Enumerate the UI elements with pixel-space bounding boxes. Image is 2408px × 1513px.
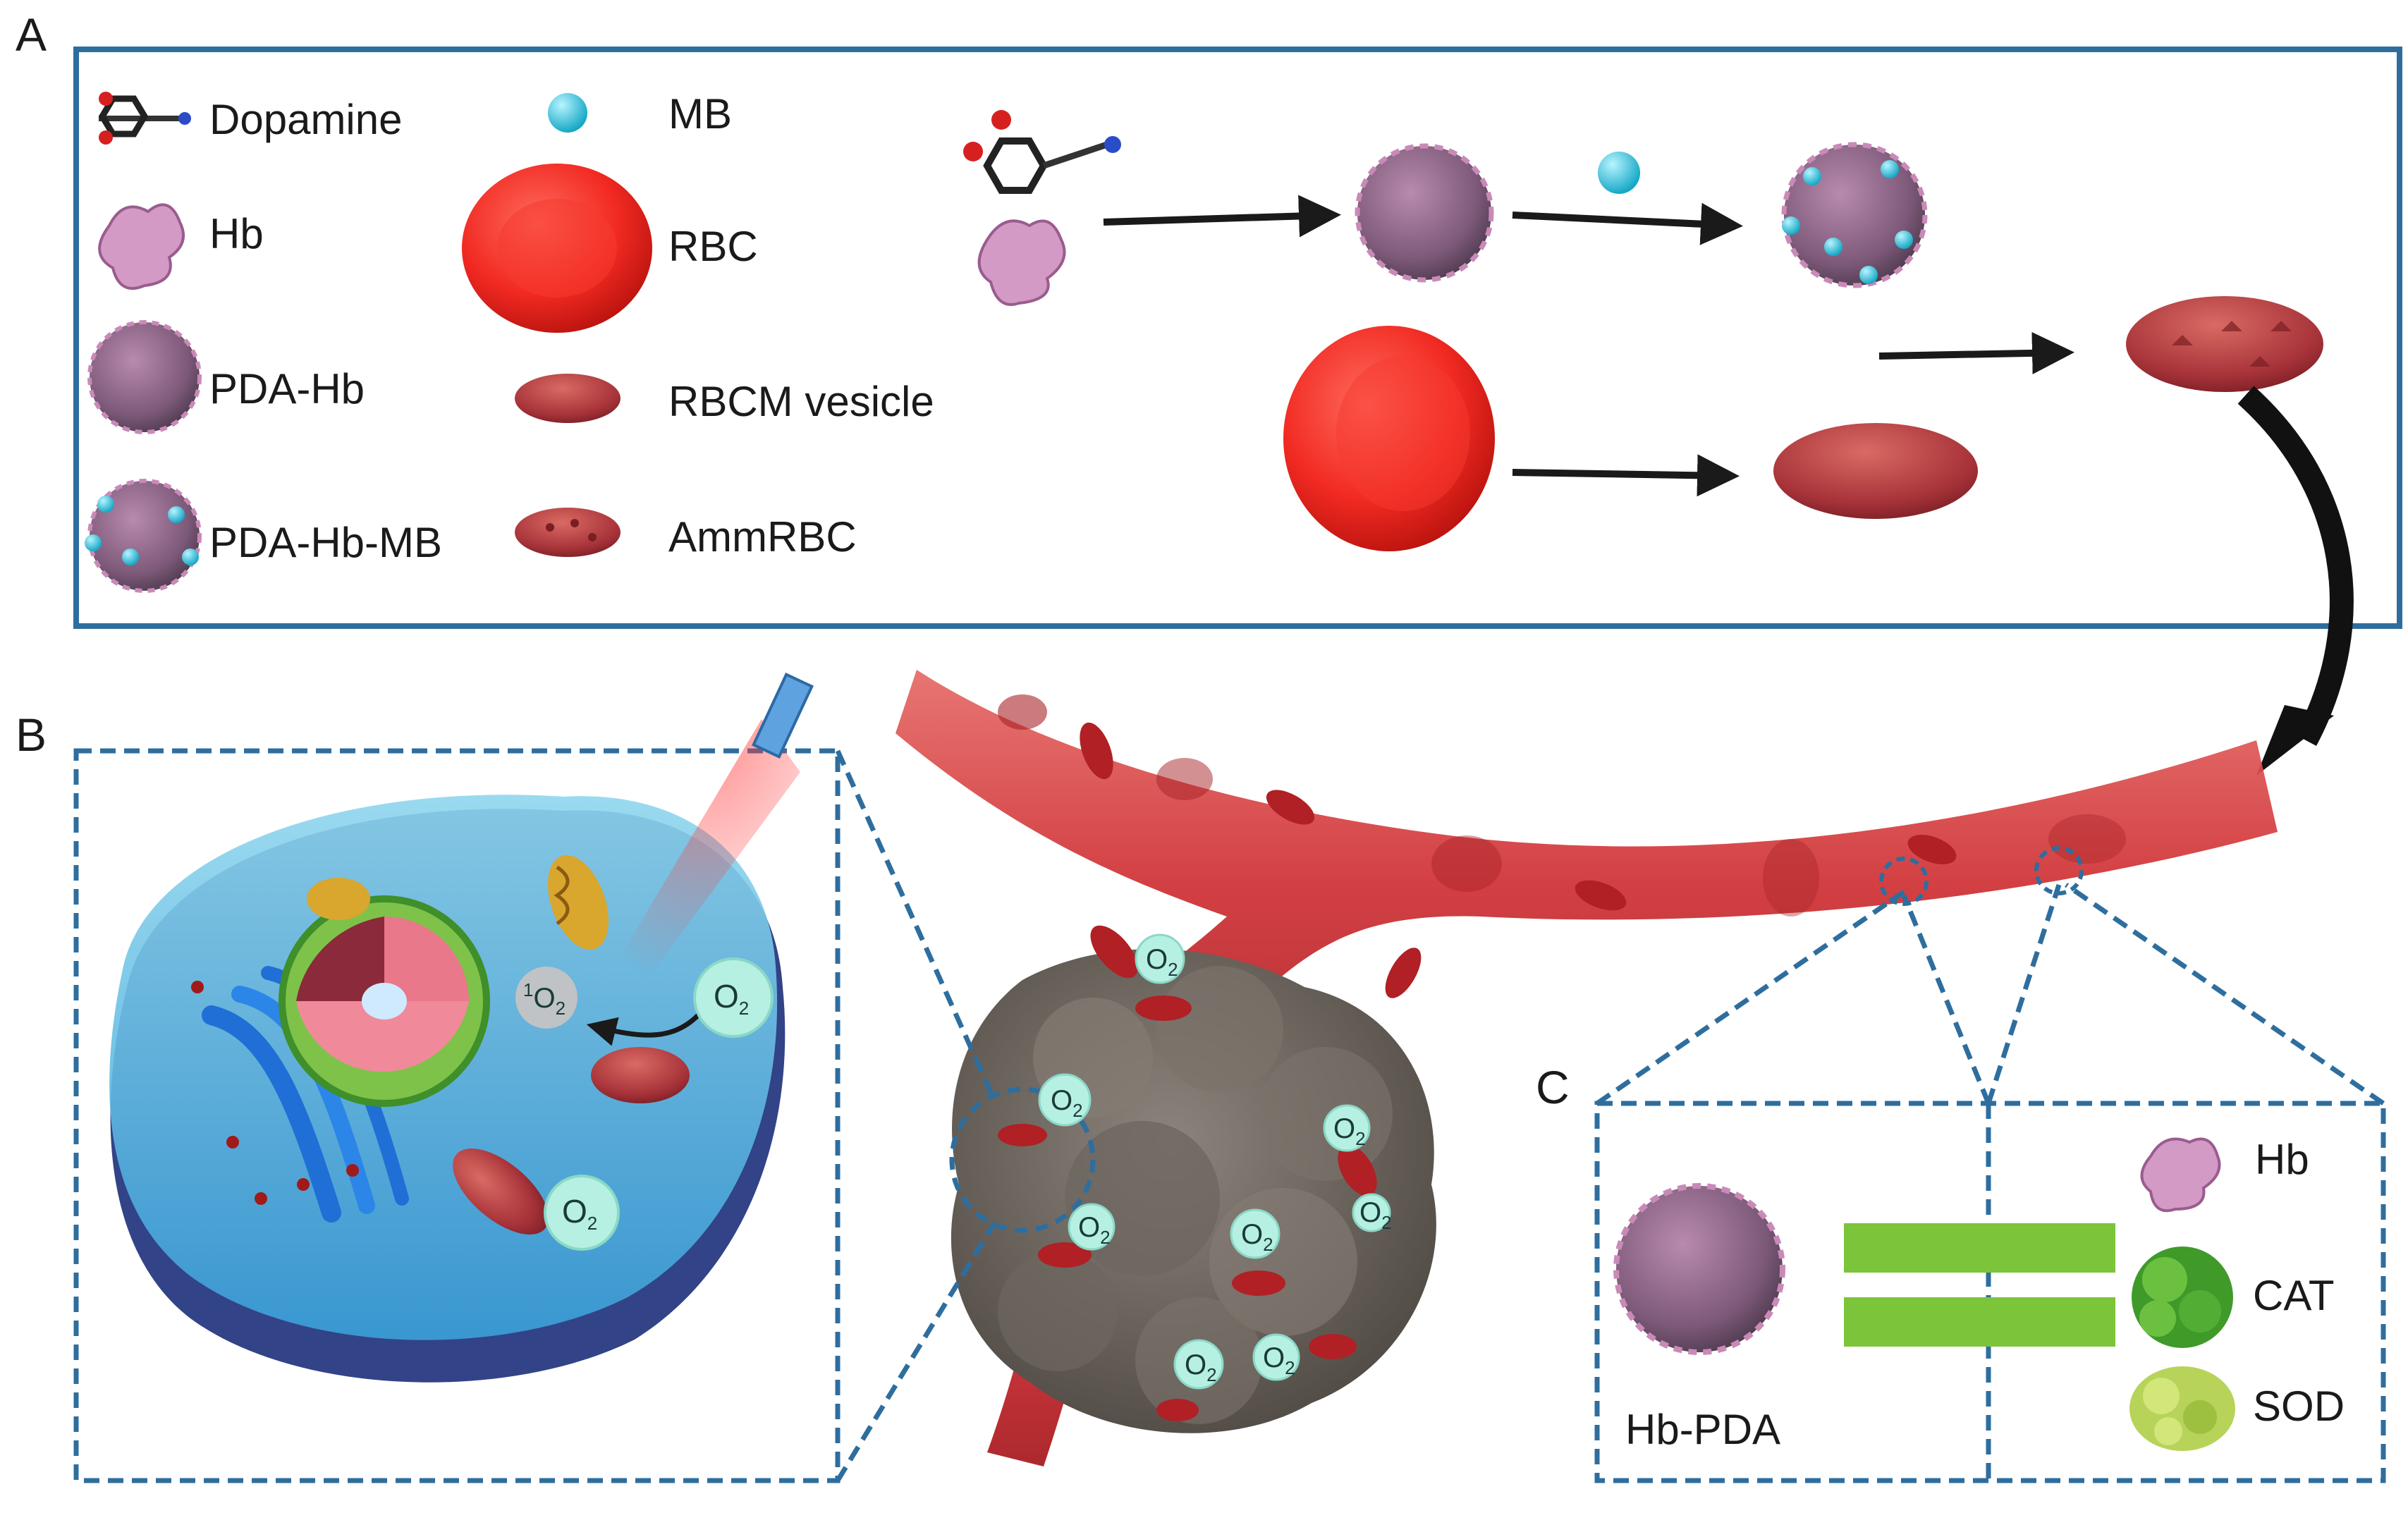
zoom-circle-tumor xyxy=(949,1086,1096,1233)
sod-label: SOD xyxy=(2253,1383,2345,1430)
legend-dopamine-label: Dopamine xyxy=(209,96,403,143)
arrow-polymerization xyxy=(1103,195,1341,238)
zoom-line-c-middle-a xyxy=(1901,894,1991,1105)
svg-text:O2: O2 xyxy=(1241,1219,1273,1255)
hb-pda-nanoparticle-icon xyxy=(1616,1186,1783,1352)
zoom-circle-vessel-left xyxy=(1879,857,1929,906)
dopamine-structure-icon xyxy=(963,110,1121,194)
panel-b-frame xyxy=(73,748,841,1483)
ammrbc-product-icon xyxy=(2126,296,2323,392)
hb-reactant-icon xyxy=(977,219,1066,306)
tumor-mass xyxy=(951,949,1436,1433)
legend-ammrbc-label: AmmRBC xyxy=(668,513,857,561)
hb-enzyme-icon xyxy=(2140,1137,2221,1213)
o2-bubble: O2 xyxy=(544,1175,620,1251)
svg-text:O2: O2 xyxy=(1185,1349,1217,1385)
legend-mb-label: MB xyxy=(668,90,732,137)
dopamine-molecule-icon xyxy=(98,92,191,145)
svg-text:1O2: 1O2 xyxy=(523,979,566,1019)
panel-a-frame xyxy=(73,47,2402,629)
svg-text:O2: O2 xyxy=(562,1193,597,1234)
svg-text:O2: O2 xyxy=(1263,1342,1295,1378)
o2-bubble: O2 xyxy=(693,957,774,1038)
equals-sign-top-bar xyxy=(1844,1223,2115,1273)
legend-pda-hb-label: PDA-Hb xyxy=(209,365,365,412)
legend-hb-label: Hb xyxy=(209,210,264,257)
tumor-rbc-cells xyxy=(998,925,1377,1421)
arrow-injection-head xyxy=(2256,705,2334,776)
svg-text:O2: O2 xyxy=(1078,1212,1111,1248)
o2-bubble: O2 xyxy=(1323,1104,1371,1152)
svg-text:O2: O2 xyxy=(714,978,749,1019)
legend-rbc-label: RBC xyxy=(668,223,758,270)
zoom-line-b-bottom xyxy=(836,1222,996,1482)
o2-bubble: O2 xyxy=(1038,1073,1092,1127)
sod-enzyme-icon xyxy=(2129,1366,2235,1451)
zoom-line-c-middle-b xyxy=(1986,883,2062,1105)
cat-enzyme-icon xyxy=(2132,1246,2233,1348)
svg-text:O2: O2 xyxy=(1051,1085,1083,1121)
pda-hb-mb-product-icon xyxy=(1781,142,1928,288)
panel-c-label: C xyxy=(1536,1061,1570,1113)
rbcm-vesicle-legend-icon xyxy=(515,374,621,423)
laser-light-icon xyxy=(606,673,814,987)
nucleus-icon xyxy=(279,895,490,1107)
zoom-line-c-left xyxy=(1596,890,1905,1105)
arrow-assembly xyxy=(1878,331,2074,374)
ammrbc-in-cell-icon xyxy=(453,1148,549,1235)
vesicle-dots xyxy=(191,981,359,1205)
hemoglobin-icon xyxy=(98,203,185,290)
arrow-o2-conversion xyxy=(586,1013,700,1046)
o2-bubble: O2 xyxy=(1135,933,1185,984)
zoom-line-c-right xyxy=(2065,883,2385,1105)
o2-bubble: O2 xyxy=(1352,1193,1392,1233)
pda-hb-mb-legend-icon xyxy=(85,479,202,593)
arrow-injection xyxy=(2237,386,2354,746)
zoom-line-b-top xyxy=(835,749,997,1101)
panel-b-label: B xyxy=(16,709,47,761)
legend-rbcm-vesicle-label: RBCM vesicle xyxy=(668,378,934,425)
zoom-circle-vessel-right xyxy=(2034,846,2084,895)
rbcm-vesicle-process-icon xyxy=(1773,423,1978,519)
arrow-mb-loading xyxy=(1512,202,1743,245)
pda-hb-legend-icon xyxy=(90,322,200,432)
mitochondria-icon xyxy=(307,854,609,950)
mb-reactant-icon xyxy=(1598,152,1640,194)
singlet-oxygen-bubble: 1O2 xyxy=(515,967,577,1029)
equals-sign-bottom-bar xyxy=(1844,1297,2115,1347)
pda-hb-intermediate-icon xyxy=(1357,146,1491,280)
svg-text:O2: O2 xyxy=(1333,1113,1366,1149)
o2-bubble: O2 xyxy=(1230,1208,1281,1259)
ammrbc-legend-icon xyxy=(515,508,621,557)
svg-text:O2: O2 xyxy=(1146,944,1178,980)
panel-a-label: A xyxy=(16,8,47,61)
mb-dot-icon xyxy=(548,93,587,133)
hb-pda-label: Hb-PDA xyxy=(1625,1406,1780,1453)
panel-c-hb-label: Hb xyxy=(2255,1136,2309,1183)
o2-bubble: O2 xyxy=(1068,1203,1116,1251)
o2-bubble: O2 xyxy=(1173,1339,1224,1390)
cat-label: CAT xyxy=(2253,1272,2335,1319)
arrow-membrane-extraction xyxy=(1512,454,1740,497)
ammrbc-in-cell-icon xyxy=(591,1047,690,1103)
svg-text:O2: O2 xyxy=(1359,1197,1392,1233)
o2-bubble: O2 xyxy=(1252,1333,1300,1381)
legend-pda-hb-mb-label: PDA-Hb-MB xyxy=(209,519,442,566)
